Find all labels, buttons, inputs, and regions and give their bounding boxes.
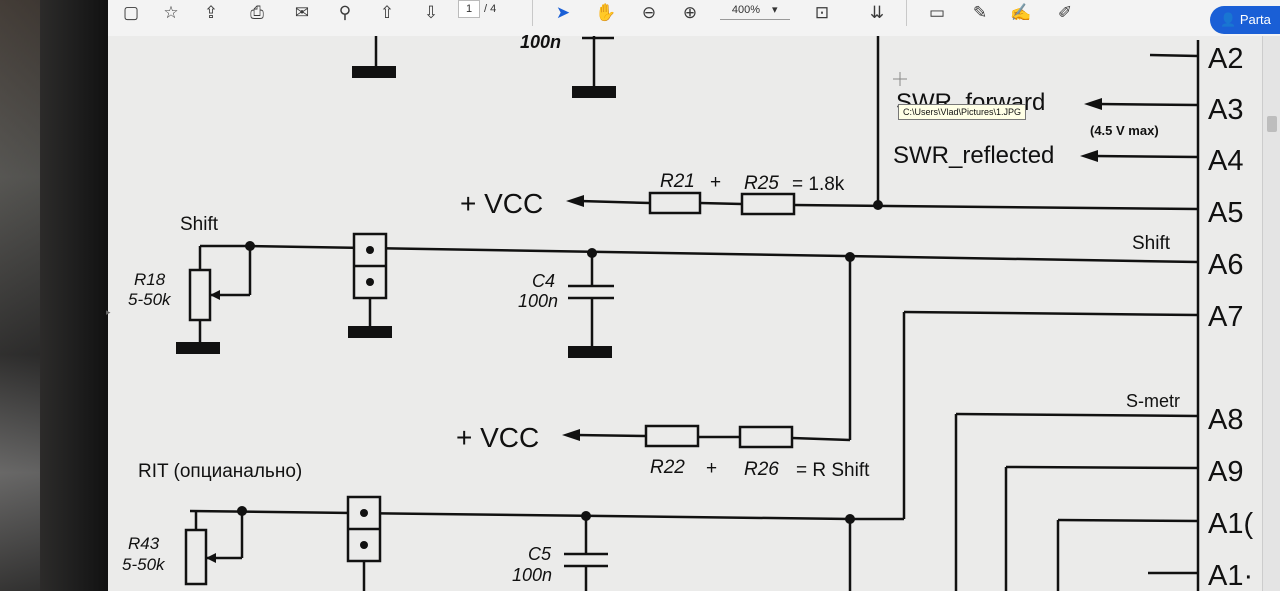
page-down-icon[interactable]: ⇩ <box>423 3 439 22</box>
rit-label: RIT (опцианально) <box>138 461 302 482</box>
toolbar-divider <box>906 0 907 26</box>
pin-a6: A6 <box>1208 249 1243 281</box>
sign-icon[interactable]: ✍ <box>1010 3 1032 22</box>
save-icon[interactable]: ▢ <box>122 3 140 22</box>
scrollbar-thumb[interactable] <box>1267 116 1277 132</box>
search-icon[interactable]: ⚲ <box>338 3 352 22</box>
plus-1: + <box>710 172 721 193</box>
vcc-label-2: + VCC <box>456 422 539 453</box>
pin-a5: A5 <box>1208 197 1243 229</box>
r25-label: R25 <box>744 173 779 194</box>
pin-a4: A4 <box>1208 145 1243 177</box>
r26-label: R26 <box>744 459 779 480</box>
vcc-label-1: + VCC <box>460 188 543 219</box>
r43-value: 5-50k <box>122 555 166 574</box>
s-metr-label: S-metr <box>1126 391 1180 411</box>
swr-reflected-label: SWR_reflected <box>893 142 1054 169</box>
bezel-glare <box>0 0 40 591</box>
edit-icon[interactable]: ✐ <box>1057 3 1073 22</box>
r18-label: R18 <box>134 270 166 289</box>
r21-label: R21 <box>660 171 695 192</box>
c4-value: 100n <box>518 291 558 311</box>
print-icon[interactable]: ⎙ <box>250 3 264 22</box>
share-button[interactable]: 👤 Parta <box>1210 6 1280 34</box>
file-path-tooltip: C:\Users\Vlad\Pictures\1.JPG <box>898 104 1027 120</box>
fit-page-icon[interactable]: ⊡ <box>814 3 830 22</box>
user-icon: 👤 <box>1220 12 1240 27</box>
swr-max-note: (4.5 V max) <box>1090 123 1159 138</box>
r43-label: R43 <box>128 534 160 553</box>
page-indicator: 1 / 4 <box>458 0 516 20</box>
toolbar-divider <box>532 0 533 26</box>
c4-label: C4 <box>532 271 555 291</box>
r18-value: 5-50k <box>128 290 172 309</box>
share-label: Parta <box>1239 12 1271 27</box>
upload-icon[interactable]: ⇪ <box>203 3 219 22</box>
page-number-input[interactable]: 1 <box>458 0 480 18</box>
zoom-out-icon[interactable]: ⊖ <box>641 3 657 22</box>
top-cap-value: 100n <box>520 32 561 52</box>
comment-icon[interactable]: ▭ <box>928 3 946 22</box>
highlight-icon[interactable]: ✎ <box>972 3 988 22</box>
mail-icon[interactable]: ✉ <box>294 3 310 22</box>
zoom-value: 400% <box>731 4 761 16</box>
crosshair-cursor-icon <box>893 72 907 86</box>
pdf-toolbar: ▢ ☆ ⇪ ⎙ ✉ ⚲ ⇧ ⇩ 1 / 4 ➤ ✋ ⊖ ⊕ 400% ▾ ⊡ ⇊ ▭… <box>108 0 1280 37</box>
pin-a2: A2 <box>1208 43 1243 75</box>
page-up-icon[interactable]: ⇧ <box>379 3 395 22</box>
pin-a7: A7 <box>1208 301 1243 333</box>
hand-icon[interactable]: ✋ <box>595 3 617 22</box>
shift-pot-label: Shift <box>180 214 219 235</box>
panel-expand-icon[interactable]: ▸ <box>106 307 111 317</box>
r22-label: R22 <box>650 457 685 478</box>
pin-a3: A3 <box>1208 94 1243 126</box>
scroll-mode-icon[interactable]: ⇊ <box>869 3 885 22</box>
shift-net-label: Shift <box>1132 233 1171 254</box>
vertical-scrollbar[interactable] <box>1262 36 1280 591</box>
monitor-bezel <box>0 0 108 591</box>
zoom-select[interactable]: 400% ▾ <box>720 1 790 20</box>
pin-a10: A1( <box>1208 508 1253 540</box>
pin-a11: A1· <box>1208 560 1253 591</box>
zoom-in-icon[interactable]: ⊕ <box>682 3 698 22</box>
page-total: / 4 <box>484 3 497 15</box>
chevron-down-icon: ▾ <box>772 4 778 16</box>
pin-a8: A8 <box>1208 404 1243 436</box>
r25-value: = 1.8k <box>792 174 845 195</box>
plus-2: + <box>706 458 717 479</box>
pin-a9: A9 <box>1208 456 1243 488</box>
c5-label: C5 <box>528 544 552 564</box>
star-icon[interactable]: ☆ <box>163 3 179 22</box>
r26-value: = R Shift <box>796 460 870 481</box>
c5-value: 100n <box>512 565 552 585</box>
pointer-icon[interactable]: ➤ <box>555 3 571 22</box>
